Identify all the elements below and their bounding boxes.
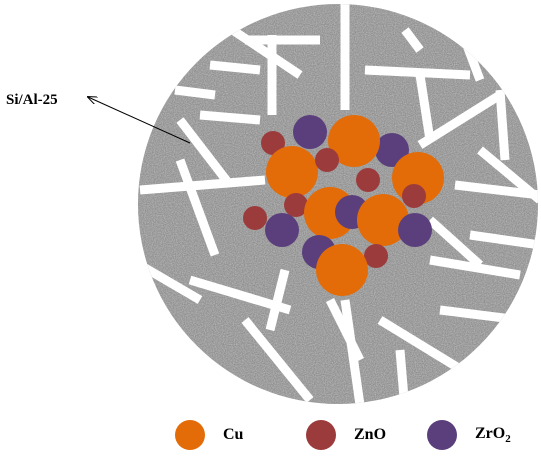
legend-item-cu: Cu [175,420,243,450]
legend-label-zro2: ZrO2 [475,424,511,446]
zno-particle [261,131,285,155]
metal-cluster [243,115,444,296]
cu-particle [266,146,318,198]
cu-particle [357,194,409,246]
zno-particle [364,244,388,268]
zno-particle [284,193,308,217]
cu-legend-swatch [175,420,205,450]
label-leader-line [88,97,191,144]
zno-particle [356,168,380,192]
pore-channels [138,4,538,404]
zno-particle [402,184,426,208]
zro2-particle [398,213,432,247]
zro2-particle [265,213,299,247]
zno-legend-swatch [306,420,336,450]
support-label: Si/Al-25 [6,92,58,108]
zno-particle [315,148,339,172]
cu-particle [316,244,368,296]
legend-label-zno: ZnO [354,426,387,443]
zro2-particle [375,133,409,167]
legend-item-zro2: ZrO2 [427,420,511,450]
legend-item-zno: ZnO [306,420,386,450]
cu-particle [328,115,380,167]
zno-particle [243,206,267,230]
zro2-legend-swatch [427,420,457,450]
zro2-particle [293,115,327,149]
legend-label-cu: Cu [223,426,244,443]
legend-subscript: 2 [505,433,511,446]
